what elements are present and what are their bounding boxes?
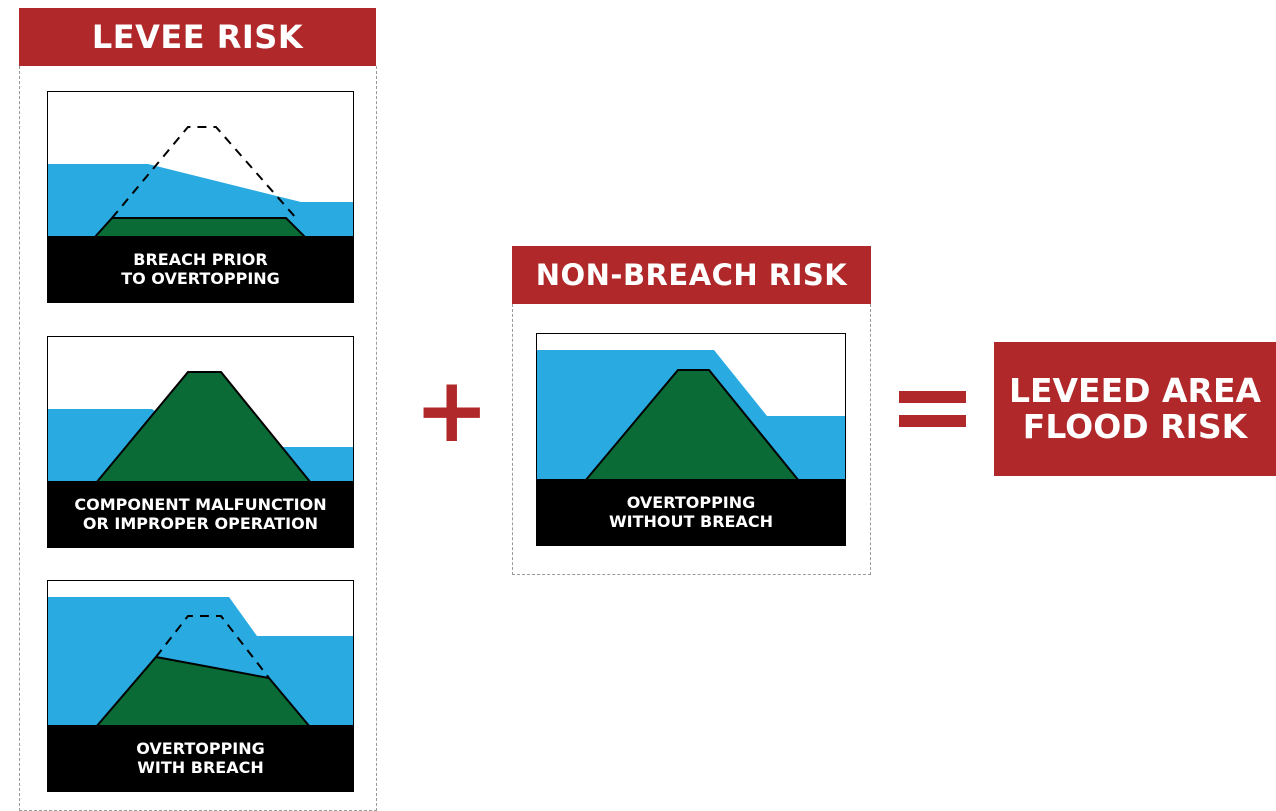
non-breach-risk-group (512, 304, 871, 575)
breach-prior-caption: BREACH PRIOR TO OVERTOPPING (48, 236, 353, 302)
equals-bar-bottom (899, 415, 966, 427)
plus-symbol: + (414, 358, 490, 463)
non-breach-risk-banner: NON-BREACH RISK (512, 246, 871, 304)
overtopping-without-breach-panel: OVERTOPPING WITHOUT BREACH (536, 333, 846, 546)
overtopping-without-breach-caption: OVERTOPPING WITHOUT BREACH (537, 479, 845, 545)
overtopping-without-breach-illustration (537, 350, 845, 482)
levee-risk-banner: LEVEE RISK (19, 8, 376, 66)
leveed-area-flood-risk-box: LEVEED AREA FLOOD RISK (994, 342, 1276, 476)
breach-prior-panel: BREACH PRIOR TO OVERTOPPING (47, 91, 354, 303)
breach-prior-illustration (48, 126, 353, 239)
levee-risk-title: LEVEE RISK (91, 18, 304, 56)
equals-symbol: = (899, 391, 966, 429)
original-levee-outline (111, 126, 297, 219)
original-levee-outline (155, 615, 270, 679)
overtopping-breach-illustration (48, 597, 353, 728)
overtopping-breach-caption: OVERTOPPING WITH BREACH (48, 725, 353, 791)
component-malfunction-caption: COMPONENT MALFUNCTION OR IMPROPER OPERAT… (48, 481, 353, 547)
breached-levee (91, 217, 309, 239)
component-malfunction-panel: COMPONENT MALFUNCTION OR IMPROPER OPERAT… (47, 336, 354, 548)
overtopping-breach-panel: OVERTOPPING WITH BREACH (47, 580, 354, 792)
non-breach-risk-title: NON-BREACH RISK (535, 258, 848, 292)
equals-bar-top (899, 391, 966, 403)
